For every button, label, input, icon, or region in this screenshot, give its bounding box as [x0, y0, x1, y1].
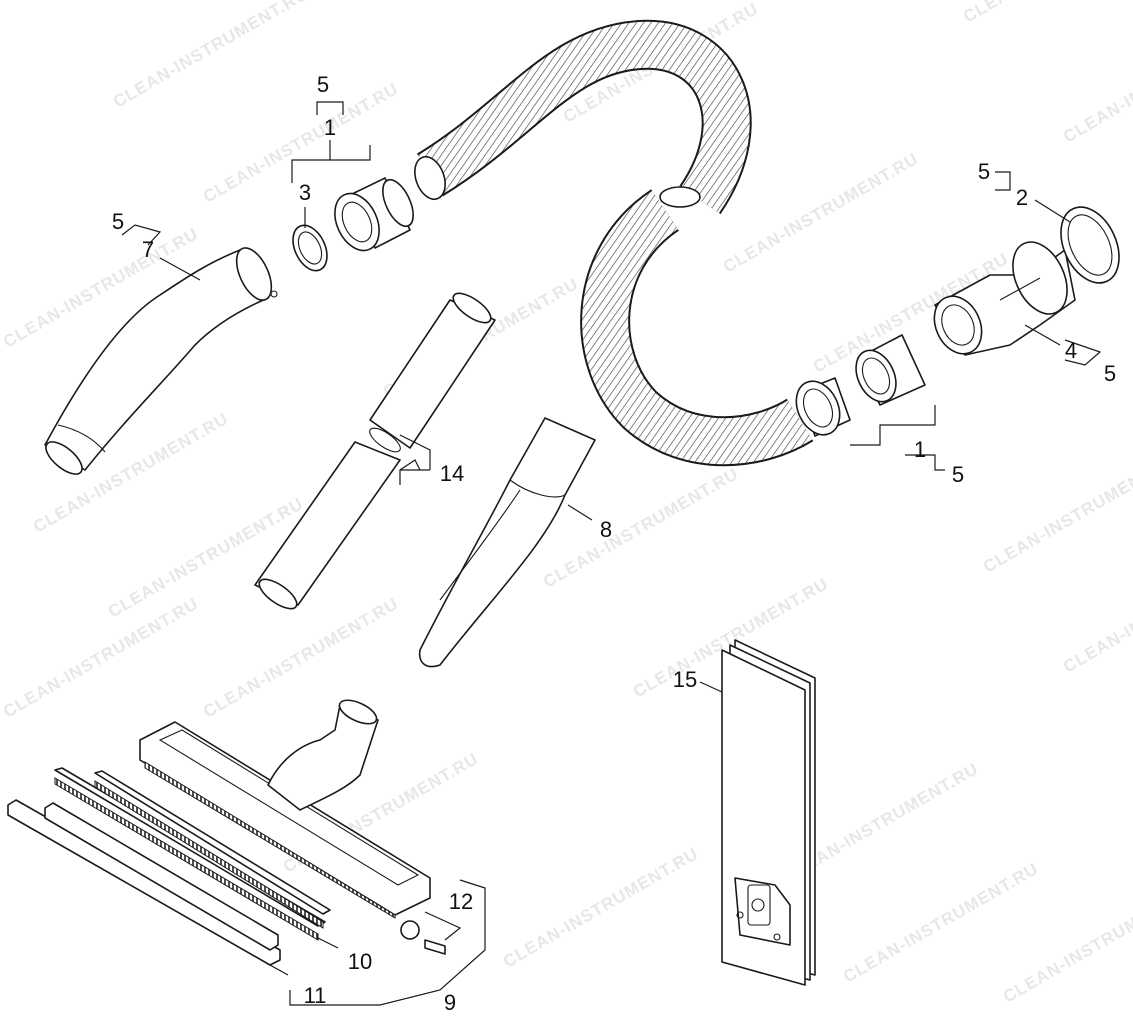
- hose-fitting-left: [334, 177, 414, 252]
- leader-lines: [121, 101, 1102, 1006]
- filter-bag: [721, 639, 816, 986]
- crevice-nozzle: [418, 417, 596, 668]
- callout-tube-seal: 2: [1015, 185, 1029, 210]
- clamp-ring: [292, 224, 328, 272]
- suction-tubes: [254, 292, 496, 610]
- callout-crevice-nozzle: 8: [599, 517, 613, 542]
- suction-hose: [414, 19, 814, 467]
- callout-brush-strips: 10: [347, 949, 373, 974]
- callout-bend-pipe: 7: [141, 237, 155, 262]
- machine-adapter: [933, 241, 1076, 356]
- brush-strips: [54, 767, 331, 941]
- callout-rubber-strips: 11: [303, 983, 327, 1008]
- callout-floor-nozzle: 9: [443, 990, 457, 1015]
- callout-hose-fitting-left: 1: [323, 115, 337, 140]
- floor-nozzle: [139, 699, 446, 955]
- callout-qty: 5: [977, 159, 991, 184]
- callout-qty: 5: [111, 209, 125, 234]
- callout-castor: 12: [448, 889, 474, 914]
- tube-seal: [1060, 206, 1120, 284]
- bend-pipe: [44, 247, 278, 475]
- hose-fitting-right: [795, 377, 851, 437]
- connector-sleeve: [855, 334, 926, 406]
- callout-qty: 5: [1103, 361, 1117, 386]
- callout-suction-tubes: 14: [439, 461, 465, 486]
- callout-machine-adapter: 4: [1064, 338, 1078, 363]
- callout-qty: 5: [316, 72, 330, 97]
- callout-clamp-ring: 3: [298, 180, 312, 205]
- rubber-strips: [7, 799, 281, 966]
- callout-filter-bag: 15: [672, 667, 698, 692]
- callout-hose-fitting-right: 1: [913, 437, 927, 462]
- callout-qty: 5: [951, 462, 965, 487]
